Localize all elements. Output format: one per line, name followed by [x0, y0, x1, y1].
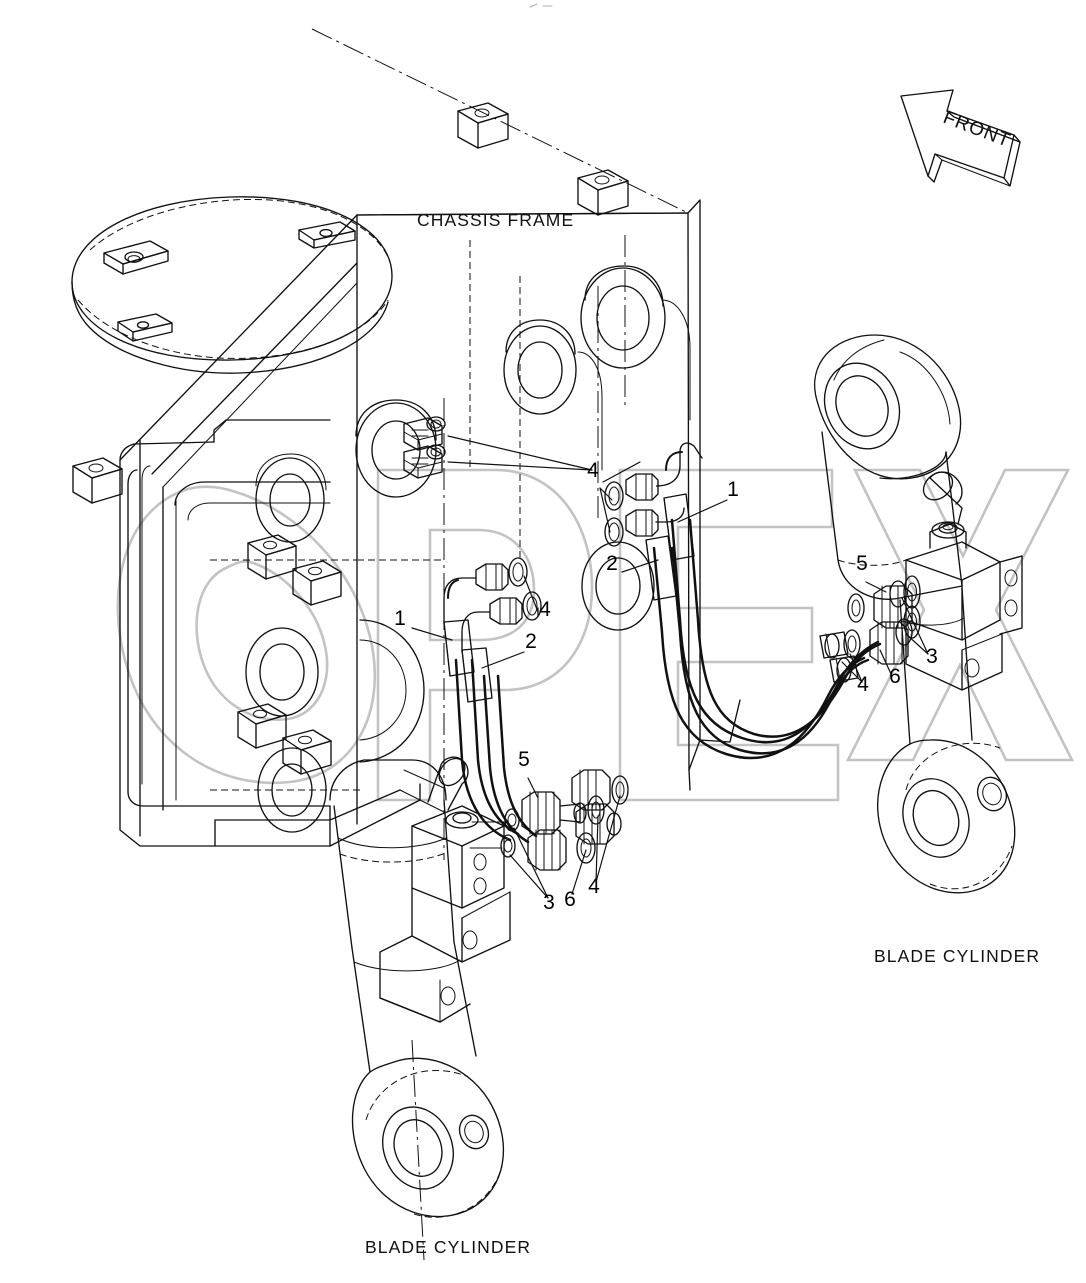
- leader-lines: [411, 435, 929, 899]
- chassis-frame: [72, 102, 741, 860]
- callout-number-4: 4: [857, 673, 869, 696]
- right-cylinder-pivot-rod: [922, 471, 963, 525]
- callout-number-4: 4: [539, 598, 551, 621]
- cube-boss-g: [282, 729, 332, 775]
- chassis-frame-label: CHASSIS FRAME: [417, 210, 574, 230]
- callout-number-5: 5: [518, 748, 530, 771]
- callout-number-1: 1: [394, 607, 406, 630]
- callout-number-2: 2: [525, 630, 537, 653]
- cube-boss-b: [577, 169, 629, 216]
- plate-mounting-tab-left: [103, 240, 169, 275]
- blade-cylinder-bottom: [329, 756, 511, 1261]
- fitting-cluster-bottom-center: [469, 769, 629, 871]
- cube-boss-d: [247, 534, 297, 580]
- callout-number-6: 6: [564, 888, 576, 911]
- plate-mounting-tab-right: [298, 221, 356, 249]
- callout-number-4: 4: [587, 459, 599, 482]
- right-manifold-block: [903, 521, 1023, 691]
- bottom-manifold-block: [379, 756, 511, 1023]
- frame-boss-group-upper: [503, 265, 691, 471]
- fitting-cluster-left: [443, 557, 542, 703]
- callout-number-2: 2: [606, 552, 618, 575]
- oval-cover-plate: [71, 196, 393, 374]
- callout-number-3: 3: [926, 645, 938, 668]
- cube-boss-a: [457, 102, 509, 149]
- callout-number-3: 3: [543, 891, 555, 914]
- watermark-opex: [116, 468, 1075, 802]
- callout-number-4: 4: [588, 875, 600, 898]
- callout-number-6: 6: [889, 665, 901, 688]
- callout-number-1: 1: [727, 478, 739, 501]
- cube-boss-f: [237, 703, 287, 749]
- fitting-cluster-frame-port: [403, 416, 446, 479]
- blade-cylinder-bottom-label: BLADE CYLINDER: [365, 1237, 531, 1257]
- sheet-artifact: [529, 3, 553, 8]
- cube-boss-c: [72, 457, 123, 504]
- blade-cylinder-right-label: BLADE CYLINDER: [874, 946, 1040, 966]
- blade-cylinder-right: [814, 334, 1023, 894]
- callout-number-5: 5: [856, 552, 868, 575]
- fitting-cluster-top-center: [604, 442, 703, 601]
- plate-mounting-tab-bottom: [117, 313, 173, 342]
- cube-boss-e: [292, 560, 342, 606]
